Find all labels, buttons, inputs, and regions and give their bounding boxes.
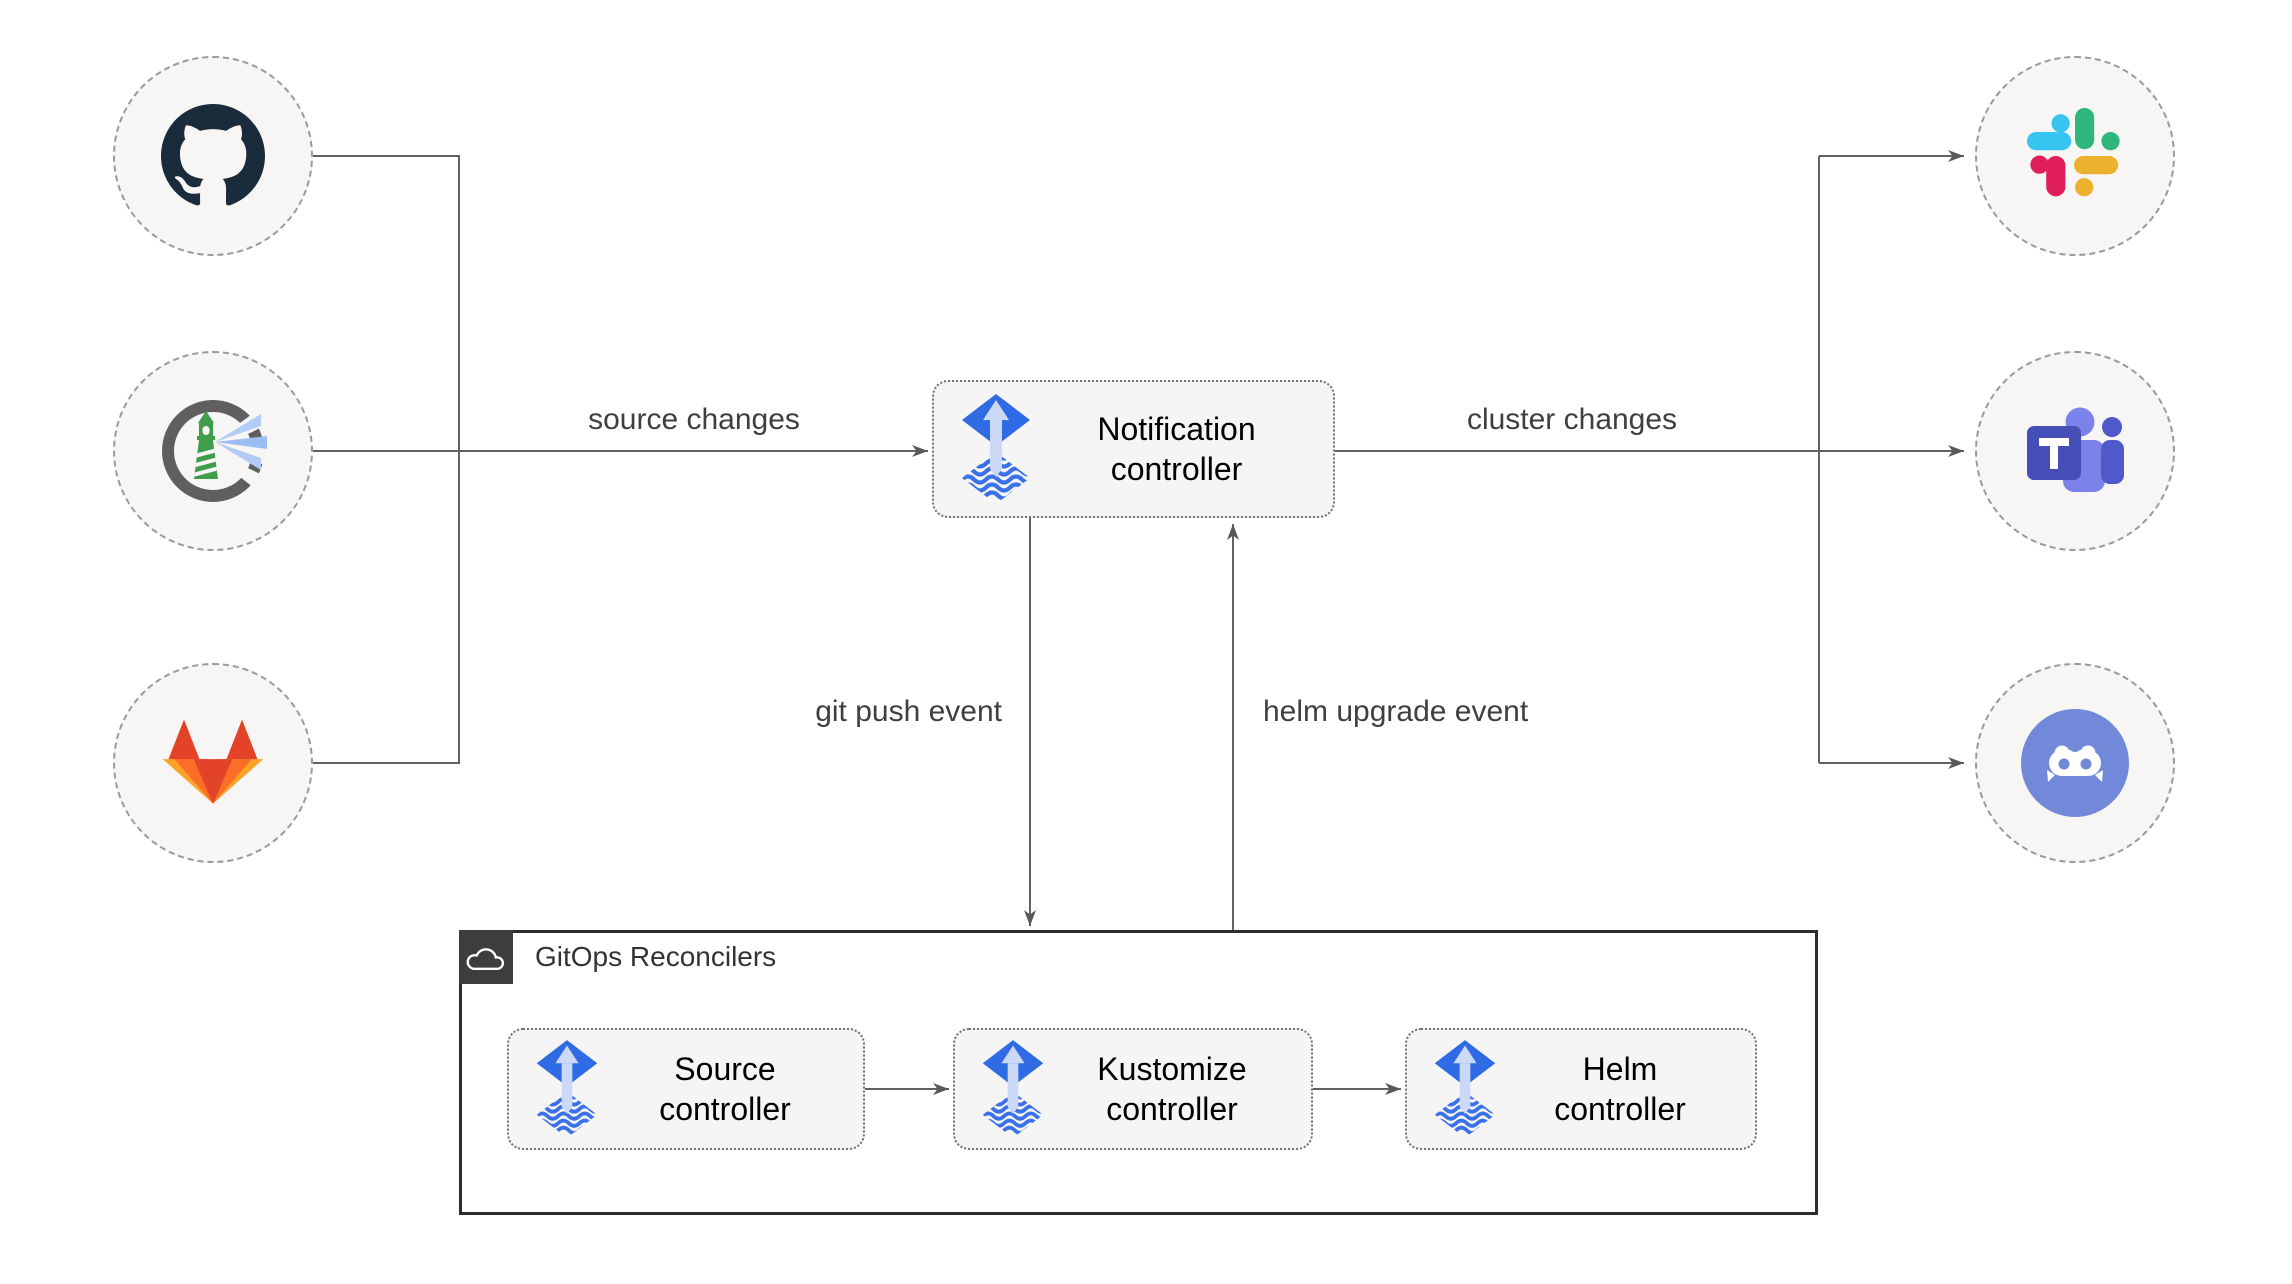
helm-controller-node: Helm controller (1405, 1028, 1757, 1150)
gitops-reconcilers-title-bar: GitOps Reconcilers (459, 930, 776, 984)
edge-label-git-push-event: git push event (811, 695, 1006, 729)
kustomize-controller-node: Kustomize controller (953, 1028, 1313, 1150)
target-node-discord (1975, 663, 2175, 863)
flux-logo-icon (960, 393, 1032, 505)
target-node-teams (1975, 351, 2175, 551)
source-node-gitlab (113, 663, 313, 863)
helm-controller-label: Helm controller (1554, 1051, 1686, 1127)
kustomize-controller-label: Kustomize controller (1097, 1051, 1247, 1127)
source-controller-label: Source controller (659, 1051, 791, 1127)
github-logo-icon (161, 104, 265, 206)
flux-logo-icon (981, 1039, 1045, 1139)
source-node-github (113, 56, 313, 256)
flux-logo-icon (1433, 1039, 1497, 1139)
edge-label-helm-upgrade-event: helm upgrade event (1259, 695, 1533, 729)
source-controller-node: Source controller (507, 1028, 865, 1150)
source-node-harbor (113, 351, 313, 551)
notification-controller-label: Notification controller (1097, 411, 1256, 487)
gitops-reconcilers-container (459, 930, 1818, 1215)
slack-logo-icon (2027, 108, 2120, 197)
cloud-badge (459, 930, 513, 984)
gitlab-logo-icon (162, 719, 264, 804)
edge-label-cluster-changes: cluster changes (1462, 403, 1682, 437)
discord-logo-icon (2021, 709, 2129, 817)
flux-logo-icon (535, 1039, 599, 1139)
notification-controller-node: Notification controller (932, 380, 1335, 518)
harbor-logo-icon (162, 400, 269, 502)
edge-label-source-changes: source changes (584, 403, 804, 437)
cloud-icon (466, 948, 505, 970)
edge-left-trunk (313, 155, 460, 764)
gitops-reconcilers-label: GitOps Reconcilers (535, 941, 777, 972)
target-node-slack (1975, 56, 2175, 256)
microsoft-teams-logo-icon (2027, 407, 2124, 492)
